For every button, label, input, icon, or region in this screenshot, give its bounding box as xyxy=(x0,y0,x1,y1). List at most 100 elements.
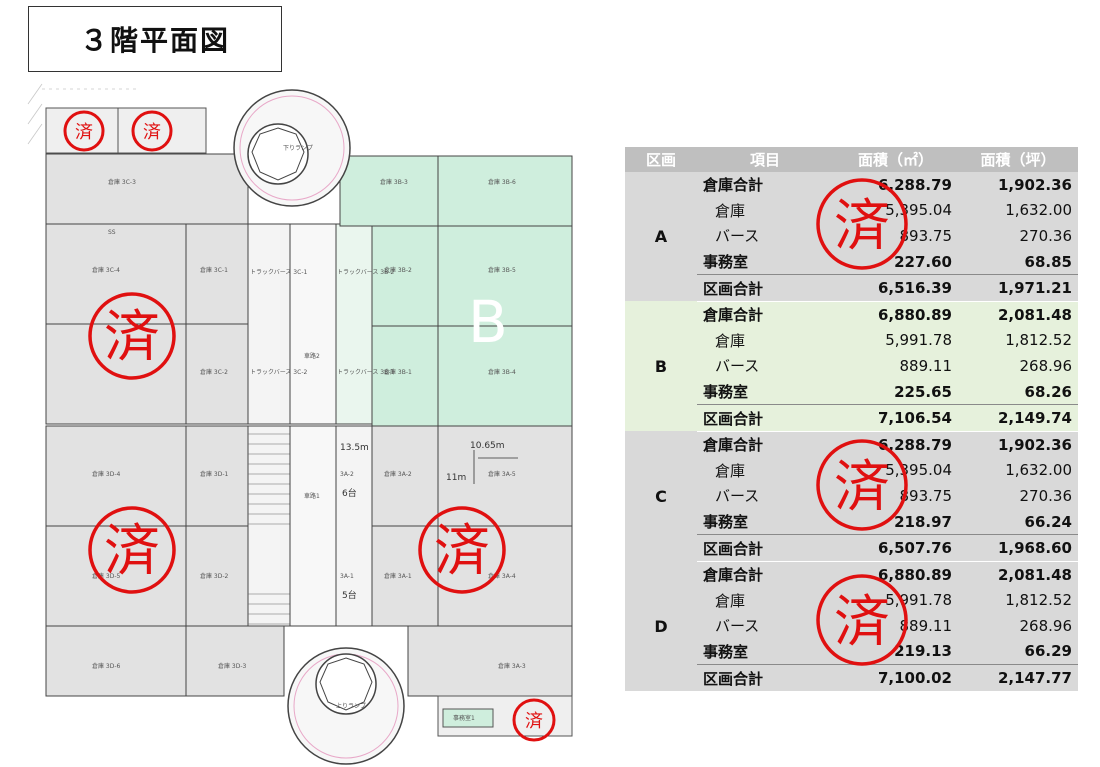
tsubo-cell: 1,902.36 xyxy=(958,431,1078,458)
room-label-3a-4: 倉庫 3A-4 xyxy=(488,572,516,580)
ss-label: SS xyxy=(108,229,116,236)
floor-plan: 倉庫 3C-3 倉庫 3C-4 倉庫 3C-1 倉庫 3C-2 倉庫 3B-3 … xyxy=(27,83,588,765)
stamp-zone-c: 済 xyxy=(88,292,176,380)
m2-cell: 225.65 xyxy=(833,378,958,405)
plan-stamps: 済 済 済 済 済 済 xyxy=(63,110,556,742)
area-table-header: 区画 項目 面積（㎡） 面積（坪） xyxy=(625,147,1078,172)
table-row: 区画合計 6,507.76 1,968.60 xyxy=(625,534,1078,562)
svg-text:済: 済 xyxy=(104,519,160,584)
item-cell: バース xyxy=(697,223,833,249)
zone-cell-d: D xyxy=(625,561,697,691)
header-area-m2: 面積（㎡） xyxy=(833,147,958,172)
room-label-3b-6: 倉庫 3B-6 xyxy=(488,178,516,186)
table-row: 事務室 225.65 68.26 xyxy=(625,378,1078,405)
room-label-3c-2: 倉庫 3C-2 xyxy=(200,368,228,376)
tsubo-cell: 1,902.36 xyxy=(958,172,1078,198)
ramp-down-label: 下りランプ xyxy=(283,145,313,152)
svg-text:済: 済 xyxy=(525,711,543,732)
zone-cell-b: B xyxy=(625,301,697,432)
table-row: D 倉庫合計 6,880.89 2,081.48 xyxy=(625,561,1078,691)
item-cell: 区画合計 xyxy=(697,534,833,562)
m2-cell: 6,880.89 xyxy=(833,561,958,588)
tsubo-cell: 270.36 xyxy=(958,223,1078,249)
truck-berth-label-3c-2: トラックバース 3C-2 xyxy=(250,369,307,376)
table-row: 区画合計 7,100.02 2,147.77 xyxy=(625,664,1078,691)
room-labels: 倉庫 3C-3 倉庫 3C-4 倉庫 3C-1 倉庫 3C-2 倉庫 3B-3 … xyxy=(92,145,526,722)
central-road-upper xyxy=(289,223,337,425)
item-cell: 区画合計 xyxy=(697,404,833,432)
dimension-label-13-5m: 13.5m xyxy=(340,443,369,453)
m2-cell: 6,288.79 xyxy=(833,172,958,198)
m2-cell: 889.11 xyxy=(833,353,958,379)
central-road-lower xyxy=(289,425,337,627)
tsubo-cell: 1,968.60 xyxy=(958,534,1078,562)
tsubo-cell: 68.26 xyxy=(958,378,1078,405)
zone-cell-c: C xyxy=(625,431,697,562)
table-row: B 倉庫合計 6,880.89 2,081.48 xyxy=(625,301,1078,432)
dimension-marks: 13.5m 10.65m 11m 6台 5台 xyxy=(340,441,518,601)
m2-cell: 893.75 xyxy=(833,483,958,509)
room-label-3d-3: 倉庫 3D-3 xyxy=(218,662,247,670)
svg-text:済: 済 xyxy=(75,122,93,143)
m2-cell: 889.11 xyxy=(833,613,958,639)
item-cell: 倉庫合計 xyxy=(697,301,833,328)
item-cell: バース xyxy=(697,353,833,379)
item-cell: 倉庫 xyxy=(697,197,833,224)
item-cell: 倉庫 xyxy=(697,457,833,484)
zone-a-block xyxy=(335,425,573,737)
item-cell: 倉庫合計 xyxy=(697,431,833,458)
m2-cell: 5,991.78 xyxy=(833,587,958,614)
table-row: C 倉庫合計 6,288.79 1,902.36 xyxy=(625,431,1078,562)
room-label-3d-4: 倉庫 3D-4 xyxy=(92,470,121,478)
room-label-3d-6: 倉庫 3D-6 xyxy=(92,662,121,670)
ramp-up xyxy=(287,647,405,765)
stamp-small-2: 済 xyxy=(131,110,173,152)
berth-label-3a-1: 3A-1 xyxy=(340,573,354,580)
zone-d-block xyxy=(45,425,291,697)
tsubo-cell: 2,081.48 xyxy=(958,561,1078,588)
table-row: 倉庫 5,991.78 1,812.52 xyxy=(625,327,1078,354)
item-cell: 事務室 xyxy=(697,508,833,535)
area-table: 区画 項目 面積（㎡） 面積（坪） A 倉庫合計 6,288.79 1,902.… xyxy=(625,147,1078,691)
tsubo-cell: 268.96 xyxy=(958,613,1078,639)
svg-text:済: 済 xyxy=(104,305,160,370)
tsubo-cell: 66.29 xyxy=(958,638,1078,665)
table-row: A 倉庫合計 6,288.79 1,902.36 xyxy=(625,172,1078,302)
tsubo-cell: 270.36 xyxy=(958,483,1078,509)
tsubo-cell: 1,812.52 xyxy=(958,327,1078,354)
stamp-small-office: 済 xyxy=(512,698,556,742)
floor-plan-drawing: 倉庫 3C-3 倉庫 3C-4 倉庫 3C-1 倉庫 3C-2 倉庫 3B-3 … xyxy=(27,83,573,765)
item-cell: 倉庫合計 xyxy=(697,561,833,588)
room-label-3c-3: 倉庫 3C-3 xyxy=(108,178,136,186)
m2-cell: 7,106.54 xyxy=(833,404,958,432)
item-cell: バース xyxy=(697,483,833,509)
table-row: バース 889.11 268.96 xyxy=(625,353,1078,379)
item-cell: 事務室 xyxy=(697,248,833,275)
top-left-strip xyxy=(45,107,207,154)
road-label-1: 車路1 xyxy=(304,492,320,500)
table-row: バース 893.75 270.36 xyxy=(625,223,1078,249)
truck-berth-label-3b-1: トラックバース 3B-1 xyxy=(337,369,394,376)
header-zone: 区画 xyxy=(625,147,697,172)
m2-cell: 6,880.89 xyxy=(833,301,958,328)
zone-c-block xyxy=(45,153,291,425)
item-cell: 倉庫合計 xyxy=(697,172,833,198)
room-label-3d-5: 倉庫 3D-5 xyxy=(92,572,121,580)
room-label-3a-3: 倉庫 3A-3 xyxy=(498,662,526,670)
room-label-3a-2: 倉庫 3A-2 xyxy=(384,470,412,478)
table-row: 区画合計 7,106.54 2,149.74 xyxy=(625,404,1078,432)
room-label-3c-1: 倉庫 3C-1 xyxy=(200,266,228,274)
dimension-label-10-65m: 10.65m xyxy=(470,441,505,451)
item-cell: 事務室 xyxy=(697,638,833,665)
ramp-up-label: 上りランプ xyxy=(336,702,366,710)
page-title: ３階平面図 xyxy=(28,6,282,72)
m2-cell: 6,516.39 xyxy=(833,274,958,302)
header-item: 項目 xyxy=(697,147,833,172)
item-cell: 区画合計 xyxy=(697,274,833,302)
stamp-zone-a: 済 xyxy=(418,506,506,594)
room-label-3b-4: 倉庫 3B-4 xyxy=(488,368,516,376)
tsubo-cell: 2,149.74 xyxy=(958,404,1078,432)
tsubo-cell: 2,147.77 xyxy=(958,664,1078,691)
m2-cell: 6,288.79 xyxy=(833,431,958,458)
item-cell: 倉庫 xyxy=(697,587,833,614)
